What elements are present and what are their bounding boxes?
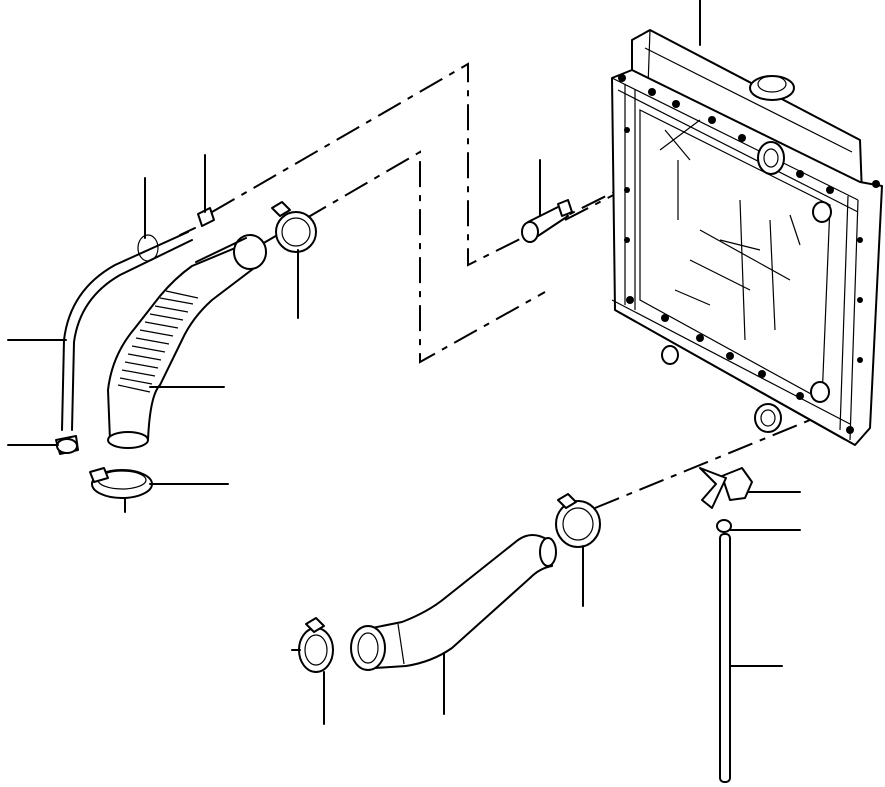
clamp-upper-b xyxy=(89,467,153,499)
drain-cock xyxy=(699,467,753,533)
drain-tube xyxy=(719,533,731,783)
clamp-upper-a xyxy=(271,201,317,253)
hose-corrugation xyxy=(117,290,199,393)
overflow-tube xyxy=(55,227,196,455)
radiator xyxy=(611,29,883,446)
core-shading xyxy=(659,119,801,341)
clamp-lower-a xyxy=(555,493,601,548)
clamp-lower-b xyxy=(298,617,334,673)
frame-bolts xyxy=(618,74,880,434)
hose-connector xyxy=(521,199,573,243)
leader-lines xyxy=(7,0,801,725)
lower-hose xyxy=(350,534,557,671)
upper-hose xyxy=(107,234,267,449)
